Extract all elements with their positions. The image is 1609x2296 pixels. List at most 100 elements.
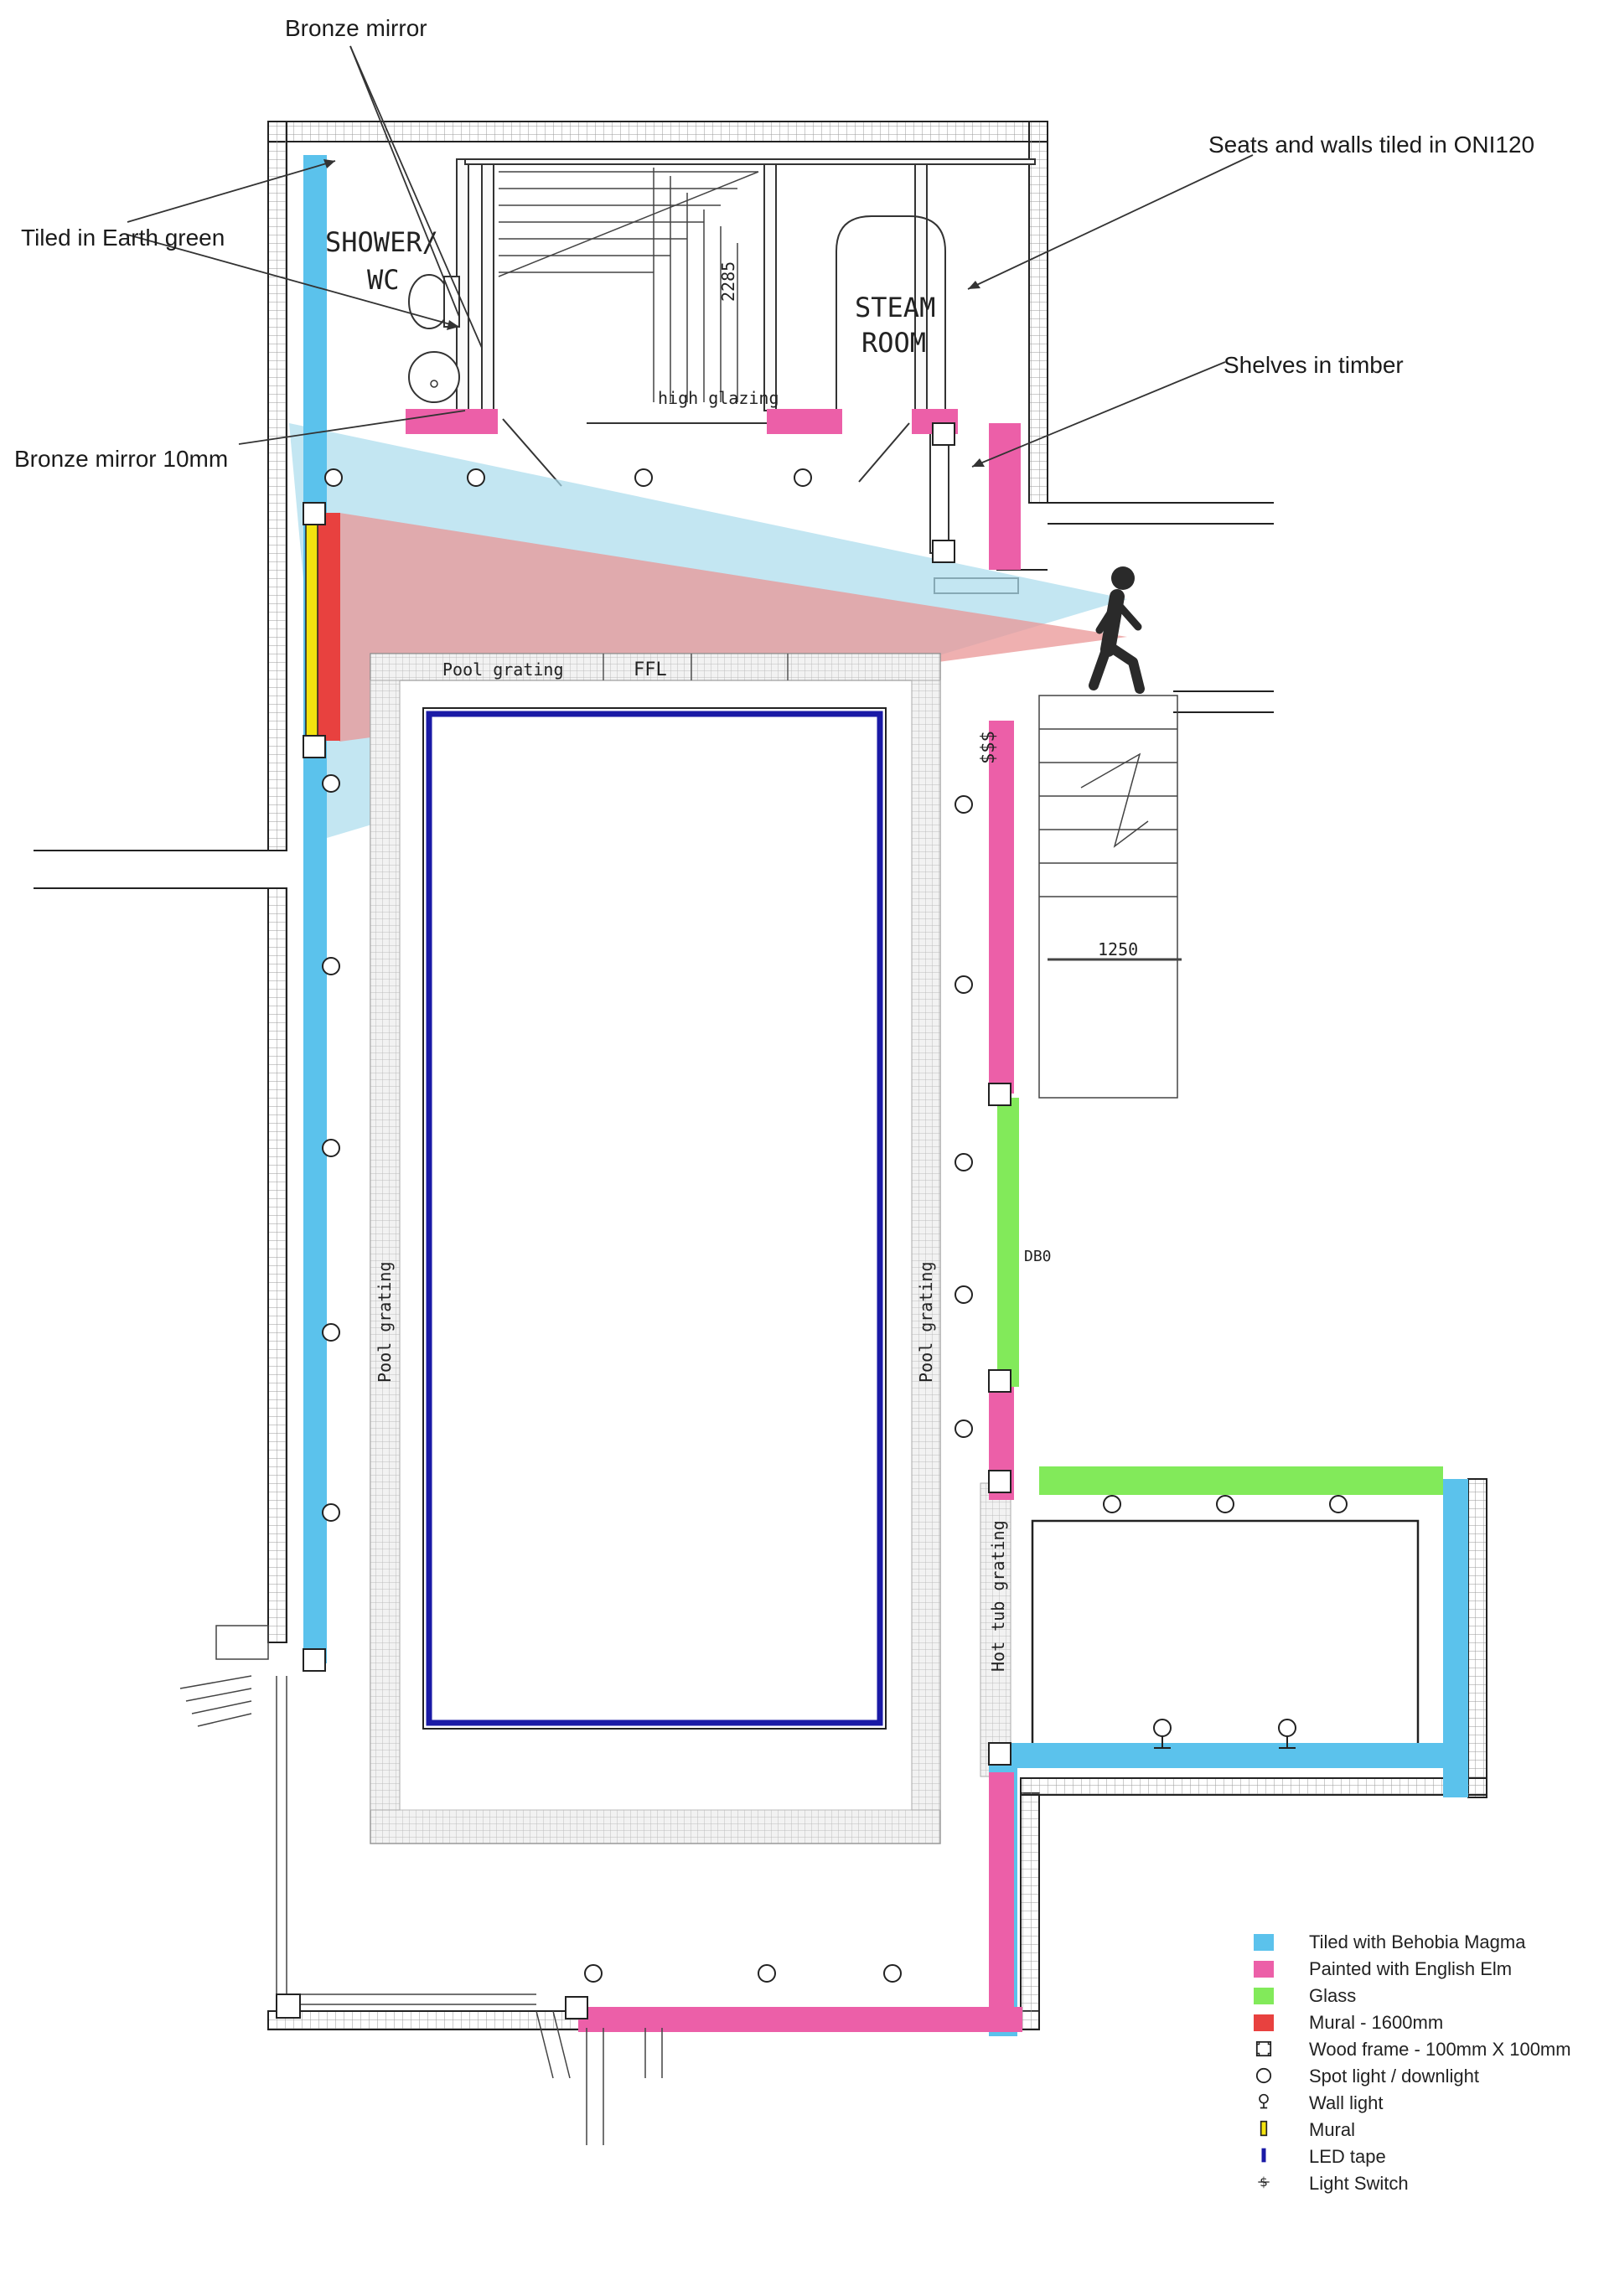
- shower-wc-label-line1: SHOWER/: [325, 226, 438, 258]
- wall-hottub-bottom: [1020, 1777, 1487, 1796]
- pool-grating-left-label: Pool grating: [375, 1262, 395, 1383]
- pool-grating-top-label: Pool grating: [442, 659, 564, 680]
- glass-green-finish: [997, 1098, 1443, 1495]
- spot-light-icon: [955, 795, 973, 814]
- wood-frame-icon: [1255, 2040, 1272, 2057]
- pool-led-tape: [426, 711, 883, 1726]
- wood-frame-icon: [303, 502, 326, 525]
- wall-light-icon: [1278, 1719, 1296, 1749]
- callout-seats-walls-oni120: Seats and walls tiled in ONI120: [1208, 132, 1535, 158]
- legend-item-light-switch: $ Light Switch: [1254, 2170, 1606, 2197]
- spot-light-icon: [955, 975, 973, 994]
- wall-left-upper: [267, 121, 287, 851]
- spot-light-icon: [955, 1285, 973, 1304]
- pool-right-grating: [911, 680, 941, 1811]
- wall-light-icon: [1259, 2093, 1269, 2109]
- entrance-steps: [179, 1625, 663, 2145]
- legend-label: Tiled with Behobia Magma: [1309, 1931, 1526, 1952]
- legend-label: Painted with English Elm: [1309, 1958, 1513, 1979]
- spot-light-icon: [322, 774, 340, 793]
- wall-right-upper: [1028, 121, 1048, 504]
- spot-light-icon: [322, 1323, 340, 1342]
- tiled-swatch: [1254, 1934, 1274, 1951]
- wall-left-lower: [267, 887, 287, 1643]
- legend-item-spot-light: Spot light / downlight: [1254, 2063, 1606, 2090]
- spot-light-icon: [794, 468, 812, 487]
- callout-bronze-mirror-10mm: Bronze mirror 10mm: [14, 446, 229, 472]
- legend-label: Light Switch: [1309, 2173, 1409, 2194]
- hot-tub-grating-label: Hot tub grating: [988, 1520, 1008, 1672]
- spot-light-icon: [322, 1503, 340, 1522]
- spot-light-icon: [955, 1419, 973, 1438]
- mural-icon: [1260, 2120, 1268, 2137]
- callout-leaders: [127, 45, 1254, 468]
- hot-tub-grating: [980, 1482, 1011, 1777]
- pool-outline: [422, 707, 887, 1730]
- spot-light-icon: [584, 1964, 603, 1983]
- legend-label: Glass: [1309, 1985, 1357, 2006]
- dimension-1250: 1250: [1098, 939, 1138, 959]
- legend-label: Wood frame - 100mm X 100mm: [1309, 2039, 1571, 2060]
- steam-room-label-line1: STEAM: [855, 292, 935, 323]
- legend-label: Spot light / downlight: [1309, 2066, 1480, 2087]
- high-glazing-label: high glazing: [658, 388, 779, 408]
- steam-seat-outline: [836, 215, 946, 419]
- spot-light-icon: [1103, 1495, 1121, 1513]
- db0-label: DB0: [1024, 1248, 1052, 1265]
- pool-left-grating: [370, 680, 401, 1811]
- shower-wc-label-line2: WC: [367, 264, 400, 296]
- spot-light-icon: [322, 1139, 340, 1157]
- stairs-right: [1038, 695, 1182, 1099]
- wood-frame-icon: [932, 540, 955, 563]
- light-switch-icon: $$$: [978, 731, 999, 764]
- wood-frames: [303, 422, 1011, 2019]
- spot-light-icon: [758, 1964, 776, 1983]
- wood-frame-icon: [303, 735, 326, 758]
- legend-label: Mural: [1309, 2119, 1356, 2140]
- spot-light-icon: [467, 468, 485, 487]
- legend: Tiled with Behobia Magma Painted with En…: [1254, 1929, 1606, 2197]
- wall-lights: [1153, 1719, 1296, 1749]
- ffl-label: FFL: [634, 659, 667, 680]
- spot-lights: [322, 468, 1348, 1983]
- legend-item-mural-1600: Mural - 1600mm: [1254, 2009, 1606, 2036]
- wood-frame-icon: [988, 1083, 1011, 1106]
- spot-light-icon: [634, 468, 653, 487]
- pool-grating-right-label: Pool grating: [916, 1262, 936, 1383]
- wood-frame-icon: [303, 1648, 326, 1672]
- led-tape-icon: [1261, 2148, 1266, 2163]
- legend-item-glass: Glass: [1254, 1983, 1606, 2009]
- person-walking-icon: [1089, 566, 1145, 694]
- spot-light-icon: [322, 957, 340, 975]
- spot-light-icon: [883, 1964, 902, 1983]
- legend-label: Mural - 1600mm: [1309, 2012, 1444, 2033]
- wood-frame-icon: [565, 1996, 588, 2019]
- wood-frame-icon: [932, 422, 955, 446]
- wall-hottub-right: [1467, 1478, 1487, 1798]
- wall-light-icon: [1153, 1719, 1172, 1749]
- wall-right-lower: [1020, 1792, 1040, 2030]
- pool-grating-dividers: [603, 654, 789, 680]
- callout-shelves-timber: Shelves in timber: [1224, 352, 1404, 378]
- wood-frame-icon: [988, 1369, 1011, 1393]
- painted-swatch: [1254, 1961, 1274, 1978]
- toilet-icon: [408, 274, 450, 329]
- legend-item-led-tape: LED tape: [1254, 2143, 1606, 2170]
- inner-walls: [456, 158, 1036, 411]
- glass-swatch: [1254, 1988, 1274, 2004]
- legend-label: Wall light: [1309, 2092, 1384, 2113]
- legend-item-mural: Mural: [1254, 2117, 1606, 2143]
- wood-frame-icon: [988, 1742, 1011, 1766]
- mural-swatch: [1254, 2014, 1274, 2031]
- staircase-top: [498, 168, 759, 402]
- steam-room: STEAM ROOM: [836, 215, 946, 419]
- callout-bronze-mirror: Bronze mirror: [285, 15, 427, 41]
- spot-light-icon: [1216, 1495, 1234, 1513]
- legend-label: LED tape: [1309, 2146, 1386, 2167]
- hot-tub: [1031, 1519, 1420, 1757]
- legend-item-wall-light: Wall light: [1254, 2090, 1606, 2117]
- basin-drain-icon: [430, 380, 438, 388]
- wood-frame-icon: [988, 1470, 1011, 1493]
- legend-item-wood-frame: Wood frame - 100mm X 100mm: [1254, 2036, 1606, 2063]
